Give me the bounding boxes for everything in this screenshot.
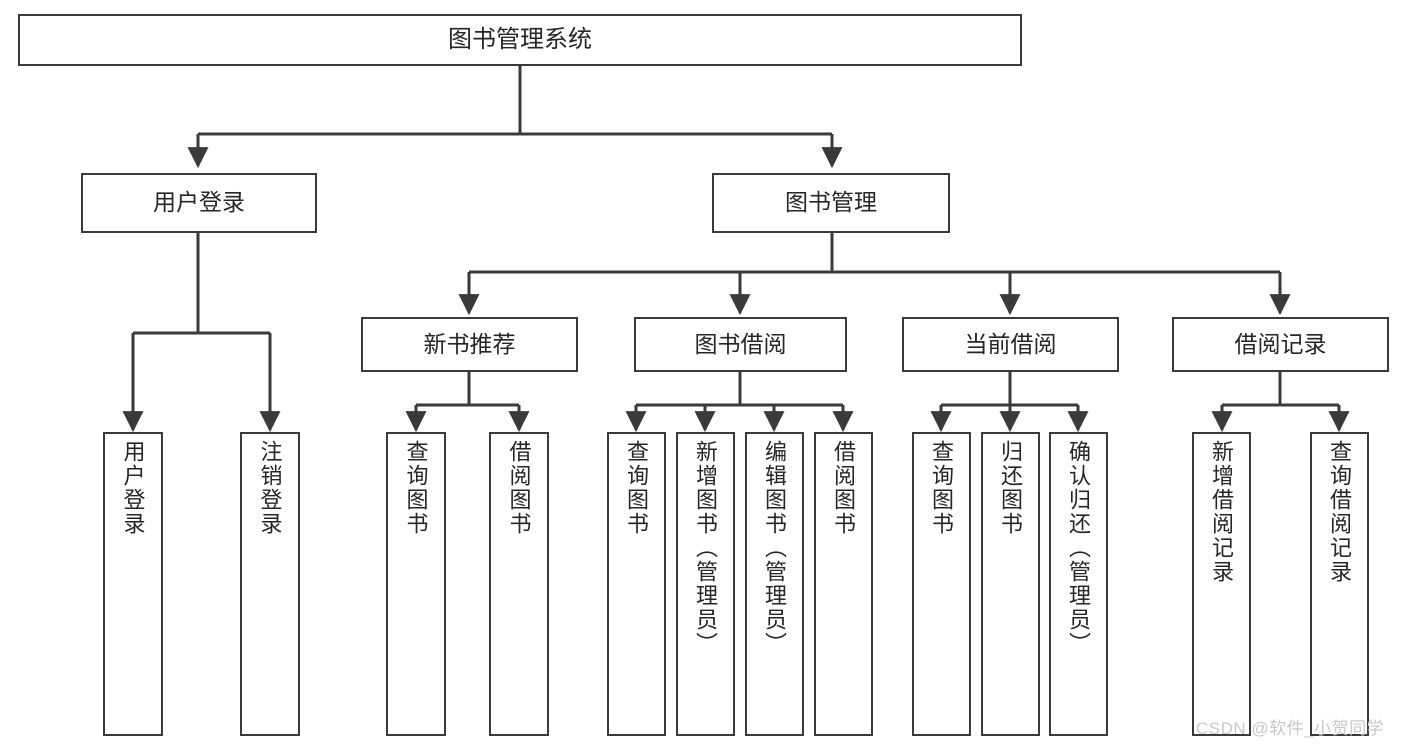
node-leaf-edit-book[interactable]: 编辑图书（管理员） xyxy=(745,432,804,736)
node-label: 归还图书 xyxy=(998,440,1024,536)
node-label: 确认归还（管理员） xyxy=(1066,440,1092,656)
node-label: 查询图书 xyxy=(929,440,955,536)
node-label: 图书管理系统 xyxy=(448,25,592,53)
node-label: 注销登录 xyxy=(257,440,283,536)
node-borrow-record[interactable]: 借阅记录 xyxy=(1172,317,1389,372)
node-leaf-add-record[interactable]: 新增借阅记录 xyxy=(1192,432,1251,736)
node-label: 用户登录 xyxy=(153,189,245,216)
node-user-login[interactable]: 用户登录 xyxy=(81,173,317,233)
node-label: 新增借阅记录 xyxy=(1209,440,1235,584)
node-leaf-query-book-1[interactable]: 查询图书 xyxy=(386,432,446,736)
node-label: 新增图书（管理员） xyxy=(693,440,719,656)
node-label: 用户登录 xyxy=(120,440,146,536)
node-label: 当前借阅 xyxy=(964,330,1057,357)
node-label: 查询图书 xyxy=(624,440,650,536)
node-leaf-confirm-return[interactable]: 确认归还（管理员） xyxy=(1049,432,1108,736)
node-leaf-query-book-3[interactable]: 查询图书 xyxy=(912,432,971,736)
node-label: 借阅图书 xyxy=(506,440,532,536)
node-label: 借阅图书 xyxy=(831,440,857,536)
node-label: 查询借阅记录 xyxy=(1327,440,1353,584)
node-label: 查询图书 xyxy=(403,440,429,536)
node-leaf-query-book-2[interactable]: 查询图书 xyxy=(607,432,666,736)
node-leaf-return-book[interactable]: 归还图书 xyxy=(981,432,1040,736)
node-label: 图书借阅 xyxy=(694,330,787,357)
node-leaf-add-book[interactable]: 新增图书（管理员） xyxy=(676,432,735,736)
node-leaf-logout[interactable]: 注销登录 xyxy=(240,432,300,736)
node-leaf-borrow-book-1[interactable]: 借阅图书 xyxy=(489,432,549,736)
node-leaf-query-record[interactable]: 查询借阅记录 xyxy=(1310,432,1369,736)
node-root-system[interactable]: 图书管理系统 xyxy=(18,14,1022,66)
node-book-borrow[interactable]: 图书借阅 xyxy=(634,317,847,372)
node-label: 新书推荐 xyxy=(423,330,516,357)
node-label: 图书管理 xyxy=(785,189,877,216)
node-label: 编辑图书（管理员） xyxy=(762,440,788,656)
csdn-watermark: CSDN @软件_小贺同学 xyxy=(1196,719,1385,738)
node-current-borrow[interactable]: 当前借阅 xyxy=(902,317,1119,372)
node-book-manage[interactable]: 图书管理 xyxy=(712,173,950,233)
node-leaf-user-login[interactable]: 用户登录 xyxy=(103,432,163,736)
node-label: 借阅记录 xyxy=(1234,330,1327,357)
node-leaf-borrow-book-2[interactable]: 借阅图书 xyxy=(814,432,873,736)
node-new-book-recommend[interactable]: 新书推荐 xyxy=(361,317,578,372)
